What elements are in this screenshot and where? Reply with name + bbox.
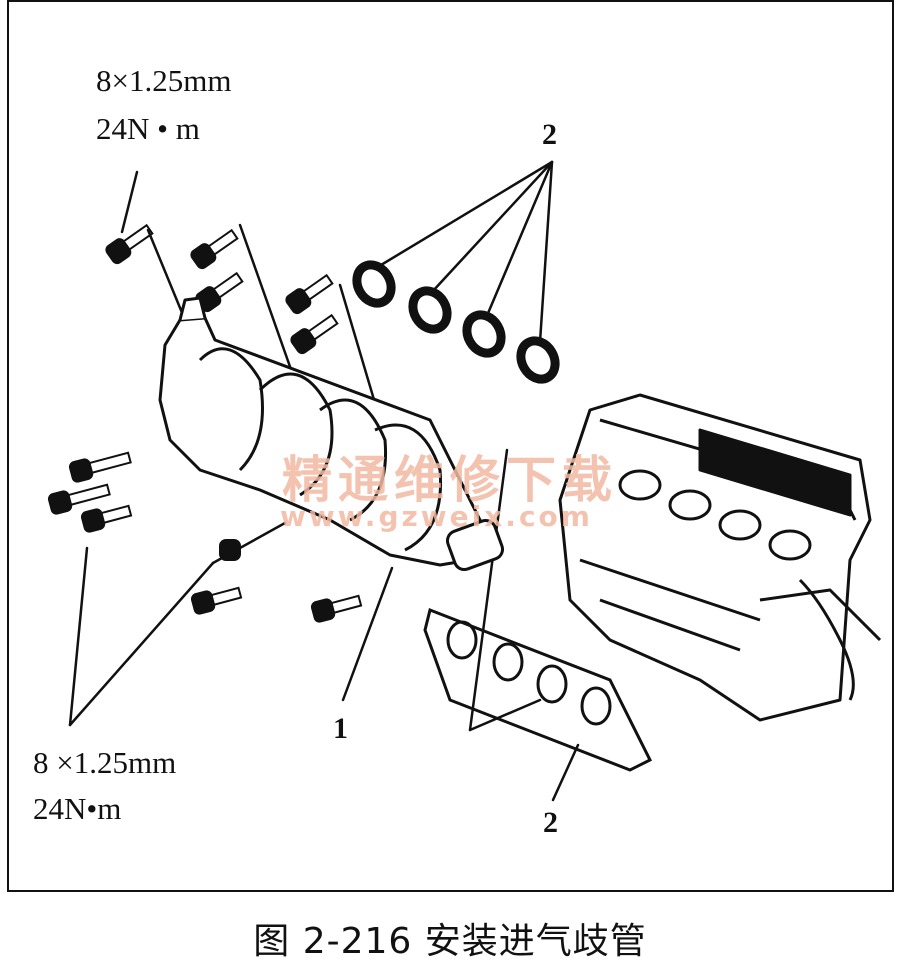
bolt [285, 273, 334, 315]
leader-line [468, 698, 542, 732]
leader-line [120, 170, 139, 234]
leader-line [374, 160, 554, 270]
figure-caption: 图 2-216 安装进气歧管 [253, 921, 647, 962]
bolt [47, 483, 111, 515]
part-number-1: 1 [333, 712, 348, 745]
bolt [80, 504, 133, 533]
bolt [190, 228, 239, 270]
bolt [219, 539, 241, 561]
leader-line [146, 228, 187, 322]
o-rings [352, 260, 560, 384]
leader-line [538, 160, 554, 344]
leader-line [68, 546, 89, 727]
intake-manifold-diagram [47, 160, 882, 802]
engine-block [558, 393, 882, 722]
spec-top-size: 8×1.25mm [96, 63, 232, 98]
bolts [47, 223, 363, 623]
intake-manifold [158, 296, 505, 572]
leader-line [68, 561, 215, 727]
part-number-2-bottom: 2 [543, 806, 558, 839]
bolt [190, 586, 243, 615]
figure-frame [7, 0, 894, 892]
leader-line [341, 566, 394, 702]
spec-bottom-size: 8 ×1.25mm [33, 745, 177, 780]
spec-bottom-torque: 24N•m [33, 791, 122, 826]
manifold-gasket [423, 607, 653, 772]
leader-line [551, 743, 580, 802]
bolt [310, 594, 363, 623]
leader-line [468, 448, 509, 732]
bolt [105, 223, 154, 265]
bolt [290, 313, 339, 355]
watermark-url: www.gzweix.com [280, 500, 593, 533]
part-number-2-top: 2 [542, 118, 557, 151]
spec-top-torque: 24N • m [96, 111, 200, 146]
watermark-text: 精通维修下载 [282, 451, 618, 509]
bolt [68, 451, 132, 483]
leader-line [484, 160, 554, 320]
leader-line [430, 160, 554, 294]
